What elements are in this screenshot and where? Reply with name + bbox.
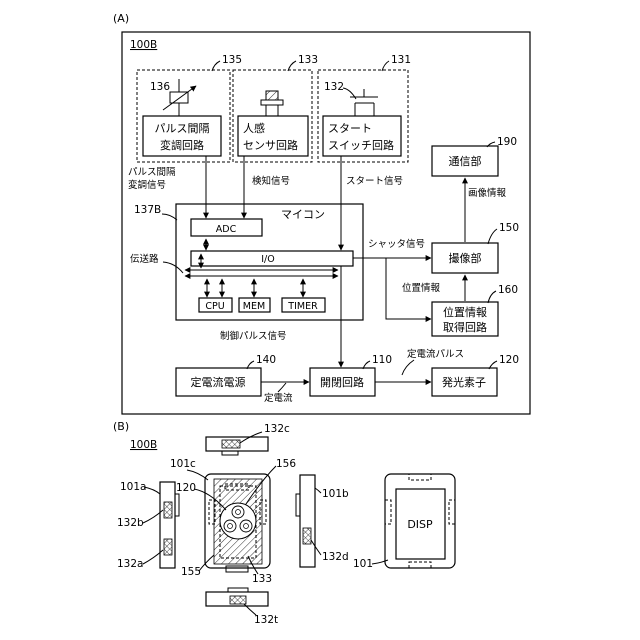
transmission-path-label: 伝送路 — [130, 253, 159, 265]
control-pulse-signal-label: 制御パルス信号 — [220, 330, 287, 342]
communication-unit-label: 通信部 — [449, 154, 482, 168]
motion-sensor-circuit-line1: 人感 — [243, 122, 265, 135]
right-side-view: 101b 132d — [296, 475, 349, 567]
pulse-interval-signal-line2: 変調信号 — [128, 179, 166, 191]
bottom-view: 132t — [206, 588, 278, 626]
ref-155: 155 — [181, 566, 201, 578]
ref-136: 136 — [150, 81, 170, 93]
ref-132c: 132c — [264, 423, 290, 435]
ref-132: 132 — [324, 81, 344, 93]
start-switch-circuit-line2: スイッチ回路 — [328, 139, 394, 152]
ref-101: 101 — [353, 558, 373, 570]
ref-101c: 101c — [170, 458, 196, 470]
ref-133-b: 133 — [252, 573, 272, 585]
microcomputer-label: マイコン — [281, 208, 325, 221]
light-emitting-element-label: 発光素子 — [442, 375, 486, 389]
ref-132d: 132d — [322, 551, 349, 563]
adc-label: ADC — [216, 224, 237, 235]
detection-signal-label: 検知信号 — [252, 175, 290, 187]
imaging-unit-label: 撮像部 — [449, 251, 482, 265]
image-info-label: 画像情報 — [468, 187, 507, 199]
ref-132b: 132b — [117, 517, 144, 529]
part-b-label: (B) — [113, 420, 129, 433]
ref-131: 131 — [391, 54, 411, 66]
rear-view: DISP 101 — [353, 474, 455, 570]
cpu-label: CPU — [205, 301, 224, 312]
mem-label: MEM — [243, 301, 265, 312]
shutter-signal-label: シャッタ信号 — [368, 238, 425, 250]
ref-160: 160 — [498, 284, 518, 296]
display-label: DISP — [407, 518, 433, 531]
ref-132t: 132t — [254, 614, 278, 626]
switching-circuit-label: 開閉回路 — [320, 376, 364, 389]
front-view: 101c 156 120 155 133 — [170, 458, 296, 585]
ref-101b: 101b — [322, 488, 349, 500]
motion-sensor-icon — [266, 91, 278, 100]
ref-156: 156 — [276, 458, 296, 470]
part-b-device-views: (B) 100B 132c 101c — [113, 420, 455, 626]
top-view: 132c — [206, 423, 290, 455]
motion-sensor-circuit-line2: センサ回路 — [243, 139, 298, 152]
ref-150: 150 — [499, 222, 519, 234]
left-side-view: 101a 132b 132a — [117, 481, 179, 570]
part-a-label: (A) — [113, 12, 129, 25]
ref-140: 140 — [256, 354, 276, 366]
part-a-block-diagram: (A) 100B 135 133 131 136 132 — [113, 12, 530, 414]
constant-current-pulse-label: 定電流パルス — [407, 348, 464, 360]
pulse-interval-circuit-line2: 変調回路 — [160, 138, 204, 152]
ref-190: 190 — [497, 136, 517, 148]
ref-133: 133 — [298, 54, 318, 66]
constant-current-source-label: 定電流電源 — [191, 375, 246, 389]
pulse-interval-circuit-line1: パルス間隔 — [155, 122, 210, 135]
start-signal-label: スタート信号 — [346, 175, 403, 187]
ref-135: 135 — [222, 54, 242, 66]
ref-132a: 132a — [117, 558, 143, 570]
start-switch-circuit-line1: スタート — [328, 122, 372, 135]
ref-110: 110 — [372, 354, 392, 366]
ref-137b: 137B — [134, 204, 161, 216]
device-ref: 100B — [130, 39, 157, 51]
part-b-device-ref: 100B — [130, 439, 157, 451]
position-info-circuit-line2: 取得回路 — [443, 321, 487, 334]
timer-label: TIMER — [287, 301, 318, 312]
ref-101a: 101a — [120, 481, 146, 493]
position-info-circuit-line1: 位置情報 — [443, 305, 487, 319]
pulse-interval-signal-line1: パルス間隔 — [128, 167, 176, 178]
position-info-label: 位置情報 — [402, 282, 441, 294]
io-label: I/O — [261, 254, 274, 265]
ref-120: 120 — [499, 354, 519, 366]
constant-current-label: 定電流 — [264, 392, 293, 404]
ref-120-b: 120 — [176, 482, 196, 494]
